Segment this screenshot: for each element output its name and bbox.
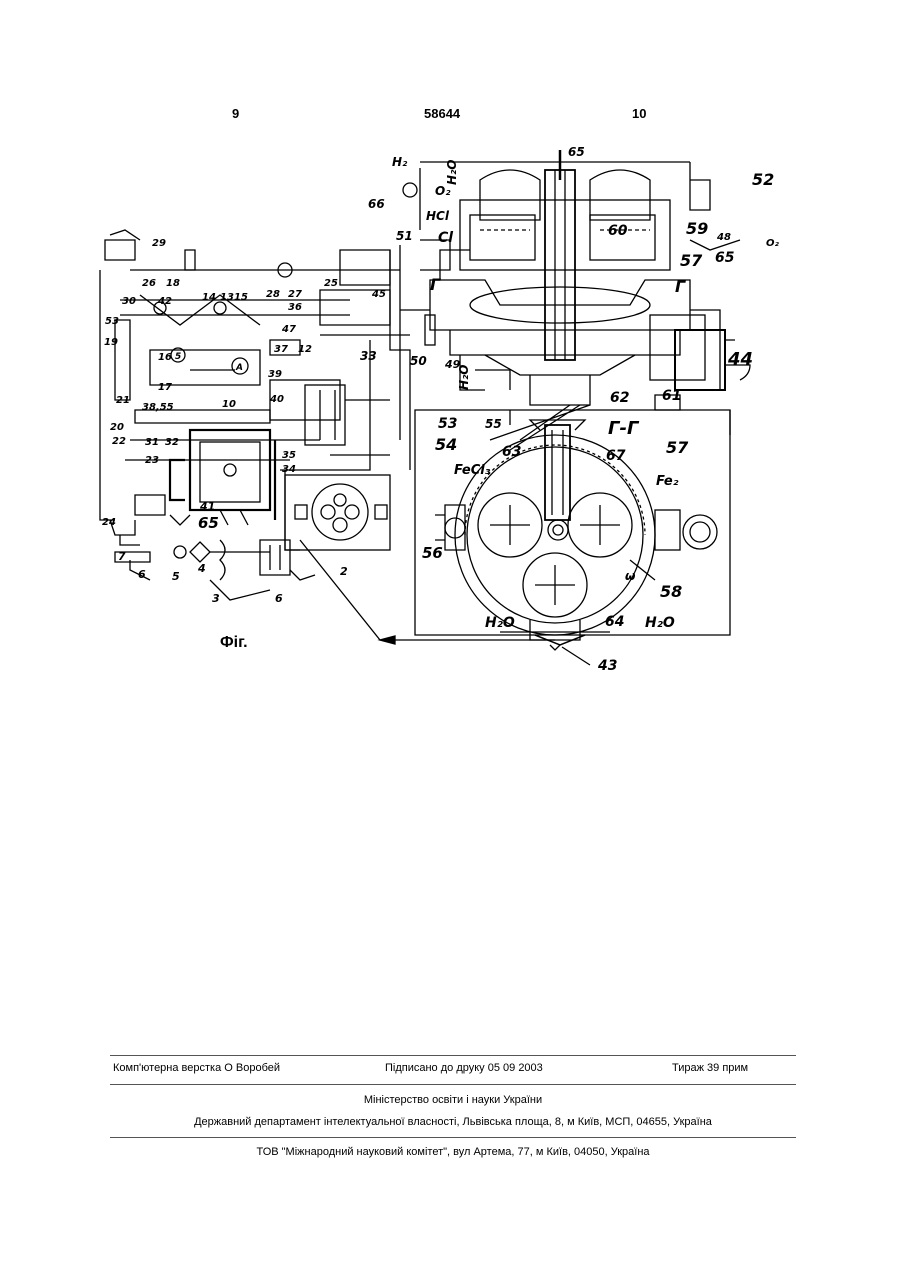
label-51: 51 <box>396 229 413 243</box>
label-63: 63 <box>502 444 521 460</box>
label-29: 29 <box>152 238 166 249</box>
label-67: 67 <box>606 448 626 464</box>
divider-top <box>110 1055 796 1056</box>
label-12: 12 <box>298 344 312 355</box>
label-65-left: 65 <box>198 514 219 532</box>
label-fe: Fe₂ <box>656 474 679 489</box>
label-54: 54 <box>435 435 457 454</box>
label-h2: H₂ <box>392 155 408 169</box>
label-16: 16 <box>158 352 172 363</box>
label-43: 43 <box>597 658 617 674</box>
label-hcl: HCl <box>426 209 450 223</box>
label-32: 32 <box>165 437 179 448</box>
label-64: 64 <box>605 614 624 630</box>
label-6b: 6 <box>275 592 283 605</box>
label-fecl3: FeCl₃ <box>454 463 491 478</box>
label-10: 10 <box>222 399 236 410</box>
label-35: 35 <box>282 450 296 461</box>
label-o2-left: O₂ <box>435 184 451 198</box>
technical-drawing: H₂ 65 52 O₂ H₂O 66 HCl Cl 59 60 48 65 O₂… <box>90 140 790 685</box>
label-66: 66 <box>368 197 385 211</box>
department-address: Державний департамент інтелектуальної вл… <box>110 1116 796 1128</box>
label-h2o-top: H₂O <box>445 160 459 186</box>
label-30: 30 <box>122 296 136 307</box>
label-15: 15 <box>234 292 248 303</box>
label-58: 58 <box>660 582 682 601</box>
label-65-right: 65 <box>715 250 735 266</box>
label-28: 28 <box>266 289 280 300</box>
label-6: 6 <box>138 568 146 581</box>
divider-bottom <box>110 1137 796 1138</box>
label-40: 40 <box>269 394 284 405</box>
label-37: 37 <box>274 344 288 355</box>
label-61: 61 <box>662 388 681 404</box>
label-gamma-left: Г <box>430 275 441 294</box>
label-31: 31 <box>145 437 159 448</box>
label-20: 20 <box>110 422 124 433</box>
label-50: 50 <box>410 354 427 368</box>
label-3: 3 <box>212 592 220 605</box>
label-33: 33 <box>360 349 377 363</box>
label-53-left: 53 <box>105 316 119 327</box>
publisher-address: ТОВ "Міжнародний науковий комітет", вул … <box>110 1146 796 1158</box>
label-h2o-bottom-left: H₂O <box>485 615 515 631</box>
label-2: 2 <box>340 565 348 578</box>
label-cl: Cl <box>438 230 453 246</box>
label-a-circle: A <box>235 363 243 373</box>
label-38-55: 38,55 <box>142 402 174 413</box>
print-run: Тираж 39 прим <box>672 1062 748 1074</box>
label-57-section: 57 <box>666 438 689 457</box>
label-59: 59 <box>686 219 708 238</box>
label-34: 34 <box>282 464 296 475</box>
label-19: 19 <box>104 337 118 348</box>
label-53: 53 <box>438 416 457 432</box>
ministry-name: Міністерство освіти і науки України <box>110 1094 796 1106</box>
label-55: 55 <box>485 417 502 431</box>
label-section: Г-Г <box>608 418 640 439</box>
label-5: 5 <box>172 570 180 583</box>
label-h2o-mid: H₂O <box>457 365 471 391</box>
label-47: 47 <box>281 324 296 335</box>
label-omega: ω <box>625 569 636 583</box>
label-o2-right: O₂ <box>766 238 780 249</box>
label-27: 27 <box>288 289 302 300</box>
reactor-assembly <box>400 150 750 450</box>
label-36: 36 <box>288 302 302 313</box>
label-24: 24 <box>102 517 116 528</box>
page-number-left: 9 <box>232 106 239 121</box>
label-52: 52 <box>752 170 774 189</box>
patent-number: 58644 <box>424 106 460 121</box>
label-57: 57 <box>680 251 703 270</box>
label-23: 23 <box>145 455 159 466</box>
label-39: 39 <box>268 369 282 380</box>
label-gamma-right: Г <box>675 277 686 296</box>
label-25: 25 <box>324 278 338 289</box>
label-22: 22 <box>112 436 126 447</box>
label-14: 14 <box>202 292 216 303</box>
label-4: 4 <box>197 562 206 575</box>
label-21: 21 <box>116 395 130 406</box>
typesetting-credit: Комп'ютерна верстка О Воробей <box>113 1062 280 1074</box>
label-41: 41 <box>199 500 215 513</box>
label-17: 17 <box>158 382 172 393</box>
label-65-top: 65 <box>568 145 585 159</box>
label-44: 44 <box>727 349 753 370</box>
divider-middle <box>110 1084 796 1085</box>
label-42: 42 <box>157 296 172 307</box>
label-5-circle: 5 <box>175 352 181 362</box>
label-56: 56 <box>422 544 443 562</box>
label-62: 62 <box>610 390 629 406</box>
page-number-right: 10 <box>632 106 646 121</box>
label-18: 18 <box>166 278 180 289</box>
label-13: 13 <box>220 292 234 303</box>
signed-date: Підписано до друку 05 09 2003 <box>385 1062 543 1074</box>
label-7: 7 <box>118 550 126 563</box>
label-h2o-bottom-right: H₂O <box>645 615 675 631</box>
label-48: 48 <box>716 232 731 243</box>
label-45: 45 <box>371 289 386 300</box>
label-26: 26 <box>142 278 156 289</box>
figure-caption: Фіг. <box>220 634 248 652</box>
label-60: 60 <box>608 223 628 239</box>
